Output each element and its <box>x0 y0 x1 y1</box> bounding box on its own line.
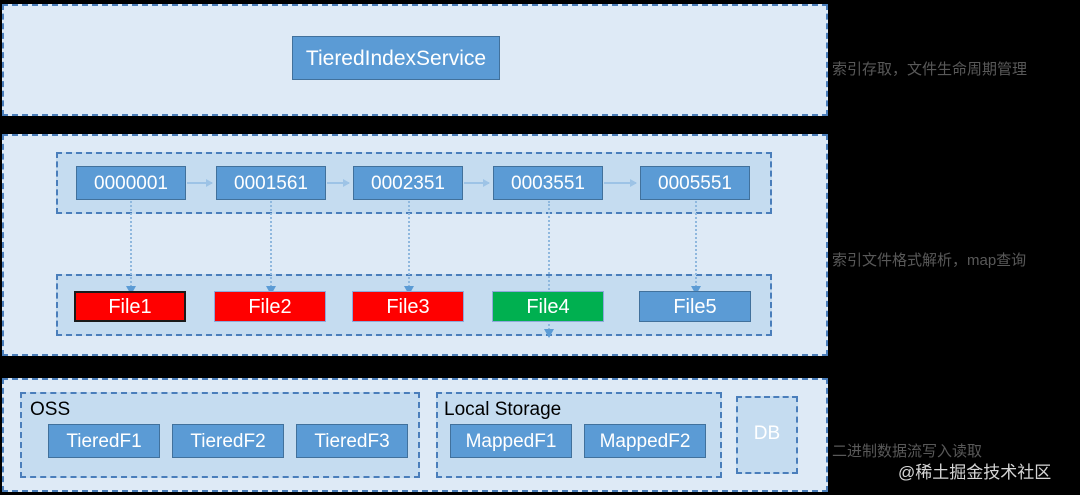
annotation-storage-layer: 二进制数据流写入读取 <box>832 443 983 460</box>
storage-node-tieredf3[interactable]: TieredF3 <box>296 424 408 458</box>
file-node-file2[interactable]: File2 <box>214 291 326 322</box>
connector-index-0-to-file-0 <box>126 201 136 295</box>
index-node-0000001[interactable]: 0000001 <box>76 166 186 200</box>
file-node-file1[interactable]: File1 <box>74 291 186 322</box>
storage-node-tieredf2[interactable]: TieredF2 <box>172 424 284 458</box>
connector-index-4-to-file-4 <box>691 201 701 295</box>
arrow-index-0-to-1 <box>187 179 213 187</box>
file-node-file4[interactable]: File4 <box>492 291 604 322</box>
connector-index-3-to-file-3 <box>544 201 554 338</box>
local-storage-group-label: Local Storage <box>444 399 562 420</box>
index-node-0003551[interactable]: 0003551 <box>493 166 603 200</box>
annotation-index-layer: 索引文件格式解析，map查询 <box>832 252 1027 269</box>
storage-node-mappedf1[interactable]: MappedF1 <box>450 424 572 458</box>
db-panel[interactable] <box>736 396 798 474</box>
file-node-file3[interactable]: File3 <box>352 291 464 322</box>
connector-index-2-to-file-2 <box>404 201 414 295</box>
arrow-index-3-to-4 <box>604 179 637 187</box>
index-node-0002351[interactable]: 0002351 <box>353 166 463 200</box>
arrow-index-1-to-2 <box>327 179 350 187</box>
oss-group-label: OSS <box>30 399 71 420</box>
file-node-file5[interactable]: File5 <box>639 291 751 322</box>
index-node-0005551[interactable]: 0005551 <box>640 166 750 200</box>
connector-index-1-to-file-1 <box>266 201 276 295</box>
db-label: DB <box>753 423 781 444</box>
watermark: @稀土掘金技术社区 <box>898 463 1052 482</box>
index-node-0001561[interactable]: 0001561 <box>216 166 326 200</box>
node-tiered-index-service[interactable]: TieredIndexService <box>292 36 500 80</box>
storage-node-tieredf1[interactable]: TieredF1 <box>48 424 160 458</box>
storage-node-mappedf2[interactable]: MappedF2 <box>584 424 706 458</box>
annotation-service-layer: 索引存取，文件生命周期管理 <box>832 61 1028 78</box>
arrow-index-2-to-3 <box>464 179 490 187</box>
